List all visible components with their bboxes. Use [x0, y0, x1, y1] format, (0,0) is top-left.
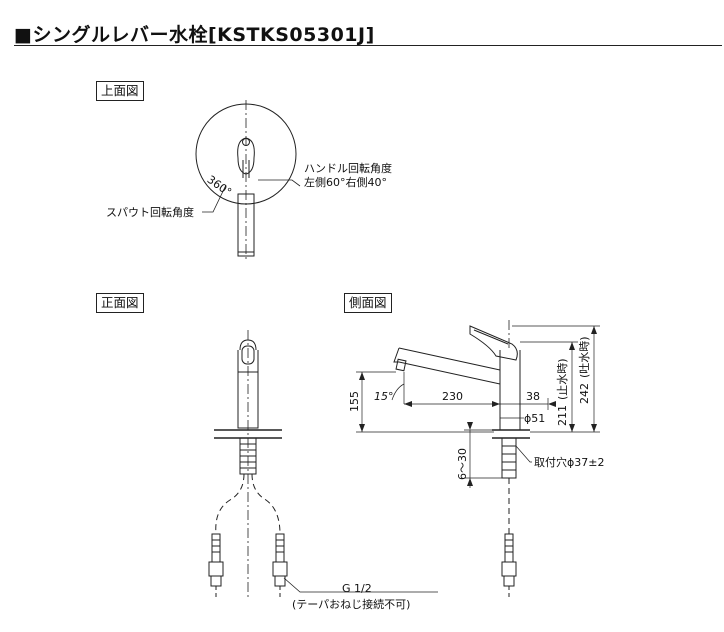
- dim-242: 242: [578, 383, 591, 404]
- rotation-angle-label: 360°: [205, 173, 234, 199]
- spout-leader: [202, 184, 227, 213]
- title-divider: [14, 45, 722, 46]
- side-view-label: 側面図: [344, 293, 392, 313]
- thread-note: (テーパおねじ接続不可): [292, 597, 410, 611]
- mount-hole-label: 取付穴ϕ37±2: [534, 455, 604, 469]
- top-view-drawing: [195, 100, 301, 260]
- spout-angle-label: スパウト回転角度: [106, 205, 194, 219]
- front-view-drawing: [208, 330, 438, 600]
- spout-shape: [237, 193, 255, 257]
- thread-label: G 1/2: [342, 582, 372, 595]
- dim-phi51: ϕ51: [524, 412, 545, 425]
- side-spout: [398, 347, 501, 385]
- dim-38: 38: [526, 390, 540, 403]
- dim-230: 230: [442, 390, 463, 403]
- dim-15deg: 15°: [374, 390, 394, 403]
- side-handle: [469, 325, 518, 361]
- handle-angle-label-2: 左側60°右側40°: [304, 175, 387, 189]
- dim-242-note: (吐水時): [578, 336, 591, 378]
- dim-6-30: 6〜30: [456, 448, 469, 480]
- handle-leader: [258, 179, 301, 187]
- top-view-label: 上面図: [96, 81, 144, 101]
- handle-knob: [242, 138, 250, 146]
- handle-angle-label-1: ハンドル回転角度: [304, 161, 392, 175]
- dim-211: 211: [556, 405, 569, 426]
- page-title: ■シングルレバー水栓[KSTKS05301J]: [14, 24, 375, 46]
- front-view-label: 正面図: [96, 293, 144, 313]
- front-body: [237, 350, 259, 429]
- dim-211-note: (止水時): [556, 358, 569, 400]
- side-view-drawing: [356, 320, 600, 600]
- dim-155: 155: [348, 391, 361, 412]
- handle-lever-shape: [237, 137, 255, 175]
